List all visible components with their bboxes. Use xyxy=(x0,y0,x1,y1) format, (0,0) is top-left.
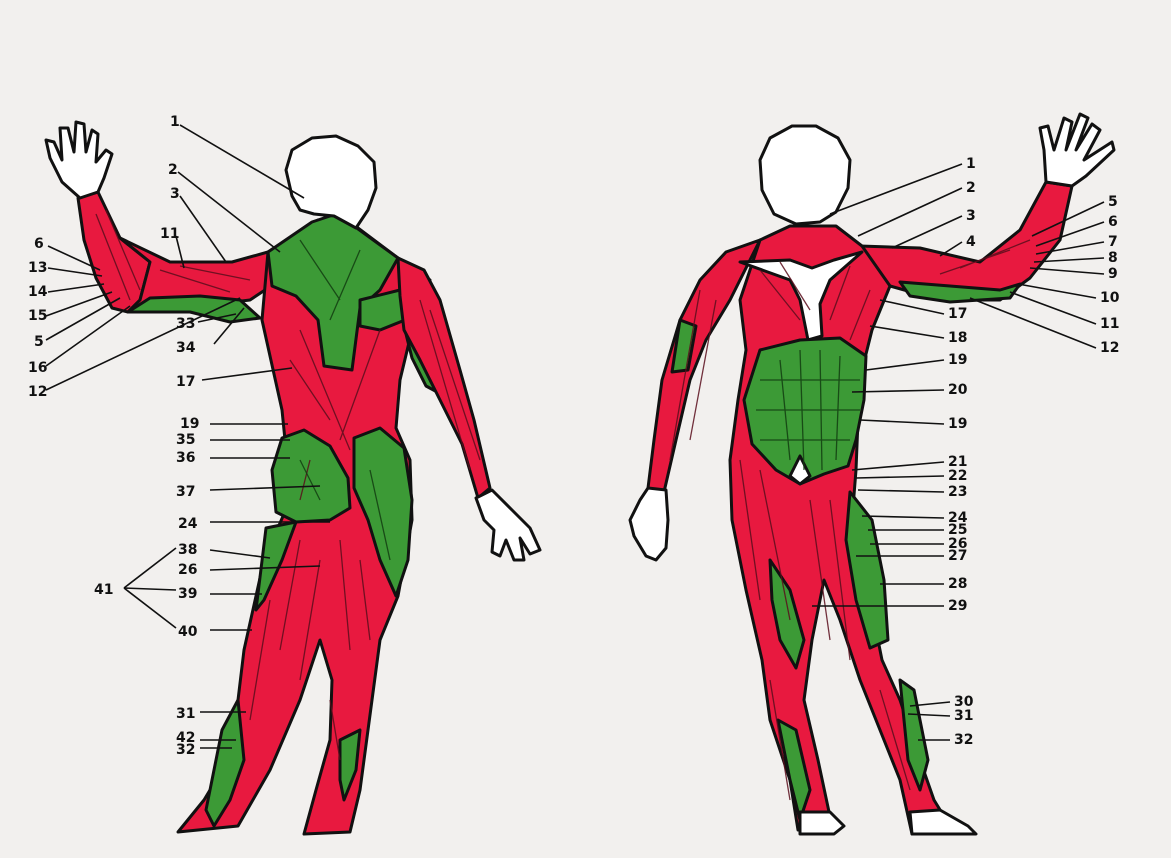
label-f2: 2 xyxy=(966,180,976,196)
label-f19b: 19 xyxy=(948,416,967,432)
label-b24: 24 xyxy=(178,516,198,532)
label-f4: 4 xyxy=(966,234,976,250)
label-f23: 23 xyxy=(948,484,967,500)
label-f28: 28 xyxy=(948,576,967,592)
label-b37: 37 xyxy=(176,484,195,500)
label-b17: 17 xyxy=(176,374,195,390)
label-b40: 40 xyxy=(178,624,198,640)
label-b12: 12 xyxy=(28,384,47,400)
label-b26: 26 xyxy=(178,562,197,578)
label-b32: 32 xyxy=(176,742,195,758)
label-f31: 31 xyxy=(954,708,973,724)
label-b14: 14 xyxy=(28,284,48,300)
label-b39: 39 xyxy=(178,586,197,602)
label-f10: 10 xyxy=(1100,290,1120,306)
label-f19a: 19 xyxy=(948,352,967,368)
label-f32: 32 xyxy=(954,732,973,748)
label-f12: 12 xyxy=(1100,340,1119,356)
label-f9: 9 xyxy=(1108,266,1118,282)
label-f7: 7 xyxy=(1108,234,1118,250)
label-f29: 29 xyxy=(948,598,967,614)
label-f27: 27 xyxy=(948,548,967,564)
label-f17: 17 xyxy=(948,306,967,322)
label-b41: 41 xyxy=(94,582,113,598)
label-b36: 36 xyxy=(176,450,195,466)
label-f3: 3 xyxy=(966,208,976,224)
label-b16: 16 xyxy=(28,360,47,376)
label-f18: 18 xyxy=(948,330,967,346)
label-b2: 2 xyxy=(168,162,178,178)
label-f6: 6 xyxy=(1108,214,1118,230)
label-b19: 19 xyxy=(180,416,199,432)
label-b5: 5 xyxy=(34,334,44,350)
label-b38: 38 xyxy=(178,542,197,558)
label-f22: 22 xyxy=(948,468,967,484)
label-b13: 13 xyxy=(28,260,47,276)
label-b33: 33 xyxy=(176,316,195,332)
label-f5: 5 xyxy=(1108,194,1118,210)
front-head xyxy=(760,126,850,224)
label-b3: 3 xyxy=(170,186,180,202)
label-b15: 15 xyxy=(28,308,47,324)
label-b35: 35 xyxy=(176,432,195,448)
label-b1: 1 xyxy=(170,114,180,130)
label-b31: 31 xyxy=(176,706,195,722)
label-f1: 1 xyxy=(966,156,976,172)
label-b6: 6 xyxy=(34,236,44,252)
label-f8: 8 xyxy=(1108,250,1118,266)
label-f20: 20 xyxy=(948,382,968,398)
label-b34: 34 xyxy=(176,340,196,356)
label-b11: 11 xyxy=(160,226,179,242)
label-f11: 11 xyxy=(1100,316,1119,332)
